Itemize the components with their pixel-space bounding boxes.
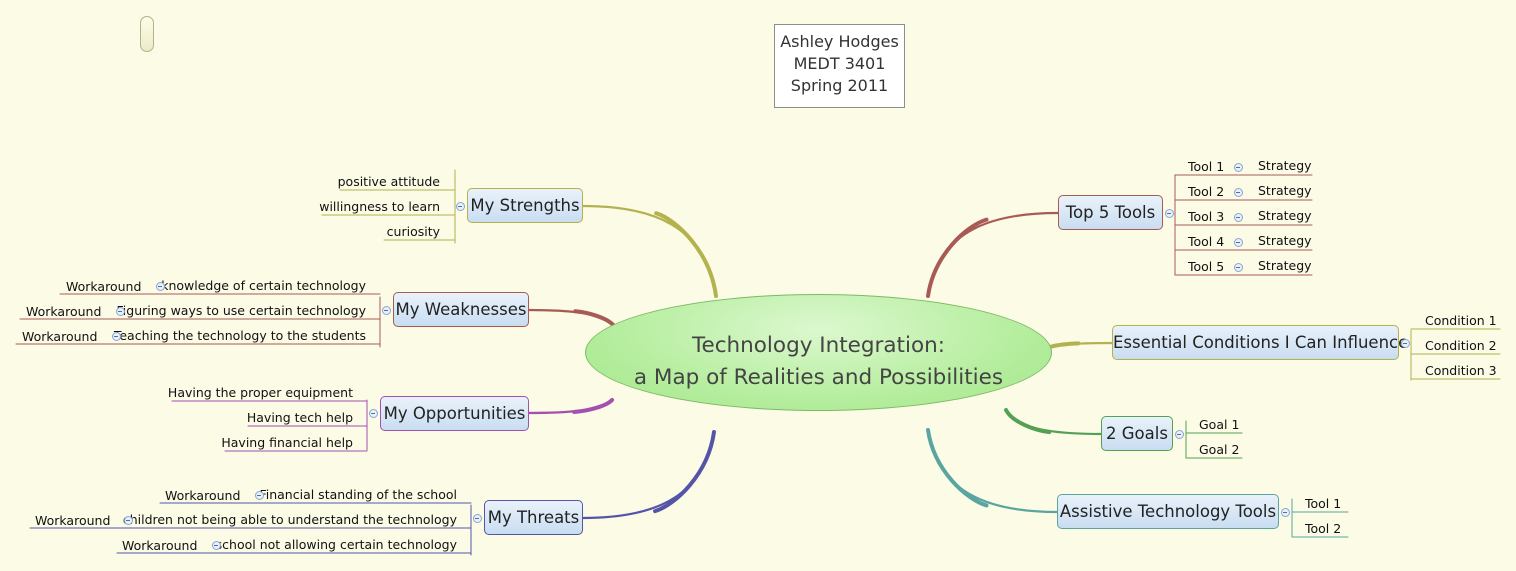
connector-line [581, 430, 716, 520]
central-topic-line-2: a Map of Realities and Possibilities [633, 365, 1004, 390]
strategy-item[interactable]: Strategy [1258, 258, 1312, 273]
goal-item[interactable]: Goal 2 [1199, 442, 1240, 457]
collapse-toggle-icon[interactable] [1174, 429, 1184, 439]
title-term: Spring 2011 [790, 76, 889, 95]
collapse-toggle-icon[interactable] [1400, 338, 1410, 348]
strategy-item[interactable]: Strategy [1258, 208, 1312, 223]
connector-line [926, 428, 989, 508]
opportunity-item[interactable]: Having financial help [221, 435, 353, 450]
assistive-tool-item[interactable]: Tool 2 [1305, 521, 1342, 536]
branch-essential-conditions[interactable]: Essential Conditions I Can Influence [1112, 325, 1408, 360]
workaround-item[interactable]: Workaround [35, 513, 111, 528]
tool-item[interactable]: Tool 3 [1188, 209, 1225, 224]
opportunity-item[interactable]: Having tech help [246, 410, 353, 425]
weakness-item[interactable]: Teaching the technology to the students [113, 328, 366, 343]
connector-line [1004, 408, 1052, 435]
collapse-toggle-icon[interactable] [1233, 237, 1243, 247]
tool-item[interactable]: Tool 4 [1188, 234, 1225, 249]
opportunity-item[interactable]: Having the proper equipment [167, 385, 353, 400]
collapse-toggle-icon[interactable] [1233, 212, 1243, 222]
condition-item[interactable]: Condition 2 [1425, 338, 1497, 353]
title-author: Ashley Hodges [780, 32, 899, 51]
threat-item[interactable]: Financial standing of the school [259, 487, 457, 502]
central-topic[interactable]: Technology Integration: a Map of Realiti… [585, 294, 1052, 411]
collapse-toggle-icon[interactable] [111, 331, 121, 341]
goal-item[interactable]: Goal 1 [1199, 417, 1240, 432]
branch-my-strengths[interactable]: My Strengths [467, 188, 583, 223]
threat-item[interactable]: children not being able to understand th… [122, 512, 457, 527]
connector-line [581, 204, 718, 298]
collapse-toggle-icon[interactable] [368, 408, 378, 418]
collapse-toggle-icon[interactable] [1233, 162, 1243, 172]
strength-item[interactable]: willingness to learn [319, 199, 440, 214]
collapse-toggle-icon[interactable] [155, 281, 165, 291]
connector-line [654, 211, 718, 298]
connector-line [1048, 341, 1081, 349]
workaround-item[interactable]: Workaround [122, 538, 198, 553]
branch-assistive-technology-tools[interactable]: Assistive Technology Tools [1057, 494, 1279, 529]
strength-item[interactable]: positive attitude [337, 174, 440, 189]
branch-2-goals[interactable]: 2 Goals [1101, 416, 1173, 451]
branch-my-threats[interactable]: My Threats [484, 500, 583, 535]
condition-item[interactable]: Condition 1 [1425, 313, 1497, 328]
title-box[interactable]: Ashley Hodges MEDT 3401 Spring 2011 [774, 24, 905, 108]
collapse-toggle-icon[interactable] [1233, 262, 1243, 272]
workaround-item[interactable]: Workaround [66, 279, 142, 294]
collapse-toggle-icon[interactable] [472, 513, 482, 523]
condition-item[interactable]: Condition 3 [1425, 363, 1497, 378]
workaround-item[interactable]: Workaround [165, 488, 241, 503]
connector-line [572, 398, 614, 414]
connector-line [926, 211, 1060, 298]
collapse-toggle-icon[interactable] [381, 305, 391, 315]
strength-item[interactable]: curiosity [386, 224, 440, 239]
tool-item[interactable]: Tool 2 [1188, 184, 1225, 199]
connector-line [926, 428, 1060, 514]
assistive-tool-item[interactable]: Tool 1 [1305, 496, 1342, 511]
strategy-item[interactable]: Strategy [1258, 233, 1312, 248]
collapse-toggle-icon[interactable] [123, 515, 133, 525]
weakness-item[interactable]: Figuring ways to use certain technology [116, 303, 366, 318]
central-topic-line-1: Technology Integration: [692, 333, 945, 358]
strategy-item[interactable]: Strategy [1258, 183, 1312, 198]
tool-item[interactable]: Tool 5 [1188, 259, 1225, 274]
collapse-toggle-icon[interactable] [1233, 187, 1243, 197]
connector-line [573, 309, 616, 328]
weakness-item[interactable]: knowledge of certain technology [161, 278, 366, 293]
collapse-toggle-icon[interactable] [1280, 507, 1290, 517]
connector-line [653, 430, 716, 514]
scroll-handle[interactable] [140, 16, 154, 52]
branch-my-weaknesses[interactable]: My Weaknesses [393, 292, 529, 327]
collapse-toggle-icon[interactable] [1164, 208, 1174, 218]
collapse-toggle-icon[interactable] [254, 490, 264, 500]
collapse-toggle-icon[interactable] [455, 201, 465, 211]
workaround-item[interactable]: Workaround [22, 329, 98, 344]
workaround-item[interactable]: Workaround [26, 304, 102, 319]
branch-my-opportunities[interactable]: My Opportunities [380, 396, 529, 431]
collapse-toggle-icon[interactable] [115, 306, 125, 316]
collapse-toggle-icon[interactable] [211, 540, 221, 550]
branch-top-5-tools[interactable]: Top 5 Tools [1058, 195, 1163, 230]
title-course: MEDT 3401 [793, 54, 886, 73]
threat-item[interactable]: school not allowing certain technology [215, 537, 457, 552]
strategy-item[interactable]: Strategy [1258, 158, 1312, 173]
connector-line [926, 217, 989, 298]
tool-item[interactable]: Tool 1 [1188, 159, 1225, 174]
